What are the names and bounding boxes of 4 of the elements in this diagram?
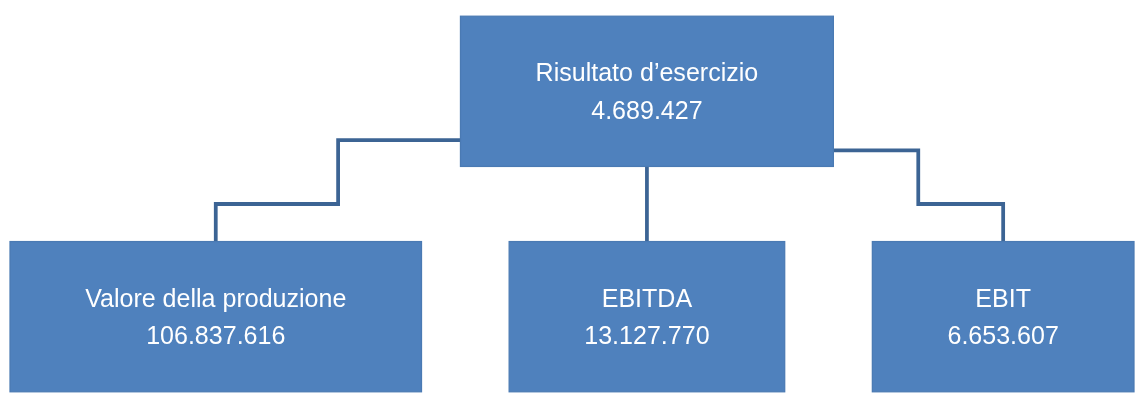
node-box: EBITDA 13.127.770 [508, 240, 786, 393]
node-box: Valore della produzione 106.837.616 [9, 240, 423, 393]
node-box: Risultato d’esercizio 4.689.427 [459, 15, 834, 168]
node-box: EBIT 6.653.607 [871, 240, 1135, 393]
